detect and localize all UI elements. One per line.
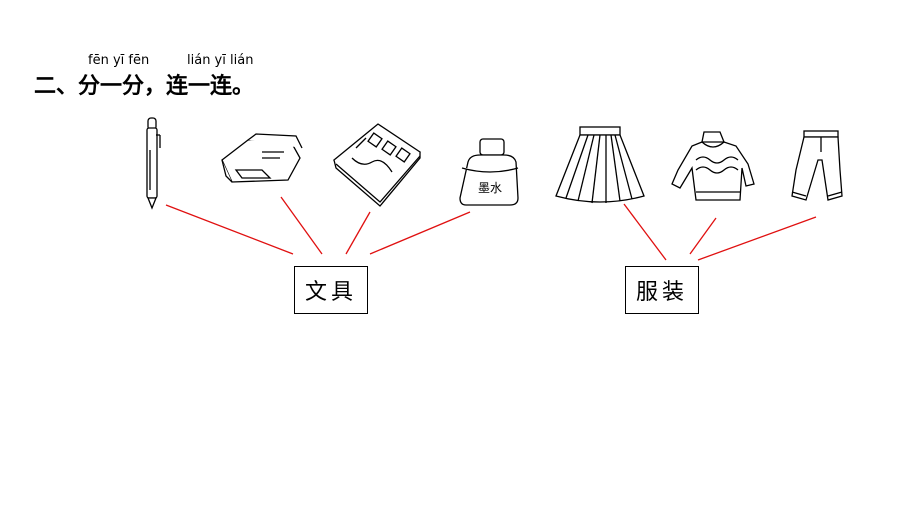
- sweater-icon: [671, 131, 755, 201]
- ink-bottle-icon: [459, 138, 519, 206]
- category-label-clothing: 服装: [635, 280, 688, 305]
- category-box-clothing[interactable]: 服装: [625, 266, 699, 314]
- pinyin-fen-yi-fen: fēn yī fēn: [88, 53, 150, 68]
- pants-icon: [791, 130, 843, 201]
- pencil-case-icon: [221, 133, 303, 183]
- skirt-icon: [555, 126, 645, 204]
- pen-icon: [146, 117, 161, 210]
- connection-lines-stationery: [165, 196, 471, 255]
- pinyin-lian-yi-lian: lián yī lián: [187, 53, 254, 68]
- category-box-stationery[interactable]: 文具: [294, 266, 368, 314]
- exercise-title: 二、分一分，连一连。: [34, 74, 255, 99]
- category-label-stationery: 文具: [304, 280, 357, 305]
- ink-bottle-label: 墨水: [478, 181, 502, 195]
- connection-lines-clothing: [623, 203, 817, 261]
- notebook-icon: [332, 123, 421, 207]
